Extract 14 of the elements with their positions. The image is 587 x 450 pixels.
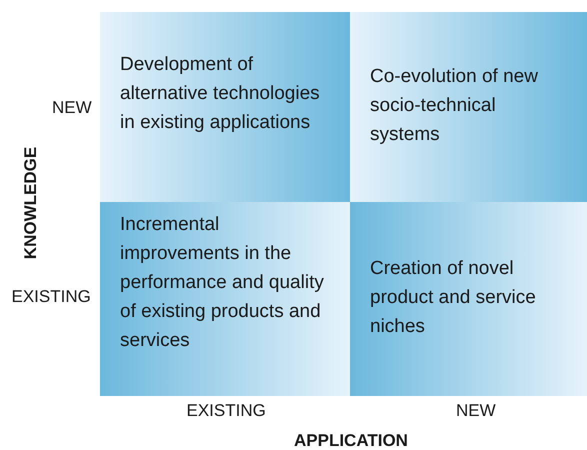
axis-value-label: NEW: [456, 401, 496, 421]
axis-title: KNOWLEDGE: [21, 146, 42, 260]
axis-value-label: EXISTING: [12, 287, 91, 307]
axis-title: APPLICATION: [294, 431, 408, 450]
quadrant-text: Creation of novel product and service niches: [370, 257, 537, 339]
quadrant-text: Co-evolution of new socio-technical systems: [370, 65, 539, 147]
axis-value-label: NEW: [52, 98, 92, 118]
axis-value-label: EXISTING: [186, 401, 266, 421]
quadrant-text: Development of alternative technologies in existing applications: [120, 53, 321, 135]
quadrant-cell: [100, 202, 350, 396]
quadrant-cell: [350, 202, 587, 396]
quadrant-text: Incremental improvements in the performance and quality of existing products and services: [120, 213, 325, 353]
quadrant-cell: [350, 12, 587, 202]
quadrant-cell: [100, 12, 350, 202]
